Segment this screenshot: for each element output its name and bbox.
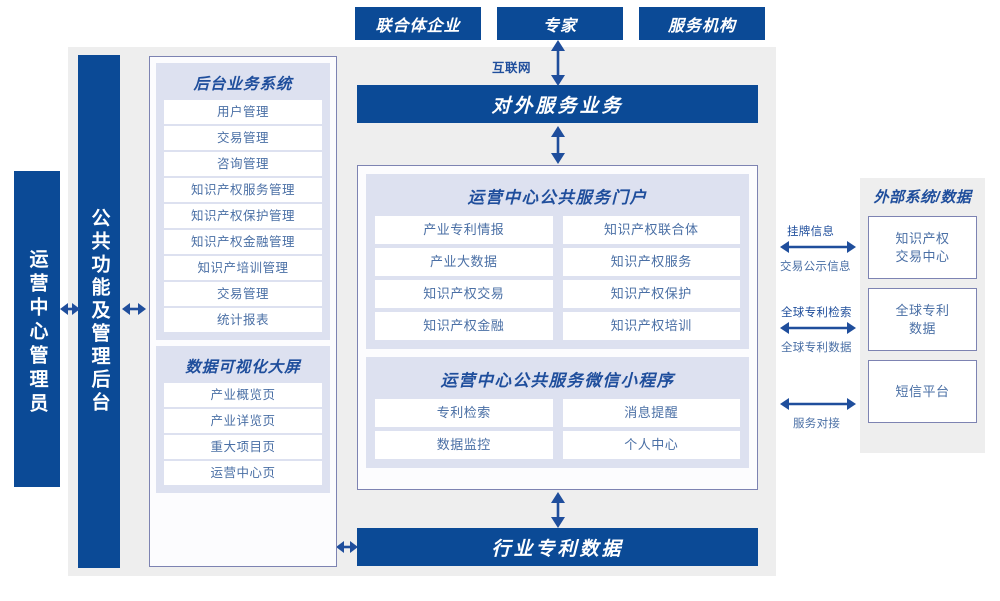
arrow-ext-sms-platform — [780, 398, 856, 410]
external-panel-title: 外部系统/数据 — [873, 189, 972, 206]
mini-item-patent-search[interactable]: 专利检索 — [375, 399, 553, 427]
miniprogram-grid: 专利检索 消息提醒 数据监控 个人中心 — [375, 399, 740, 459]
arrow-portal-industry-data — [551, 492, 565, 528]
external-box-ip-trade-center[interactable]: 知识产权 交易中心 — [868, 216, 977, 279]
external-box-global-patent-data-line1: 全球专利 — [895, 302, 950, 318]
internet-label: 互联网 — [492, 61, 532, 75]
arrow-ext-global-patent-data — [780, 322, 856, 334]
backend-item-ip-train-mgmt[interactable]: 知识产培训管理 — [164, 256, 322, 280]
backend-item-trade-mgmt-2[interactable]: 交易管理 — [164, 282, 322, 306]
external-box-sms-platform-label: 短信平台 — [895, 383, 950, 399]
conn-label-trade-public-info: 交易公示信息 — [780, 261, 851, 273]
backend-item-user-mgmt[interactable]: 用户管理 — [164, 100, 322, 124]
vertical-bar-admin[interactable]: 运营中心管理员 — [14, 171, 60, 487]
arrow-dataviz-industry-data — [336, 541, 358, 553]
outward-service-bar[interactable]: 对外服务业务 — [357, 85, 758, 123]
backend-item-trade-mgmt[interactable]: 交易管理 — [164, 126, 322, 150]
external-box-ip-trade-center-line1: 知识产权 — [895, 230, 950, 246]
conn-label-global-patent-data: 全球专利数据 — [781, 342, 852, 354]
portal-item-ip-service[interactable]: 知识产权服务 — [562, 248, 740, 276]
external-box-sms-platform[interactable]: 短信平台 — [868, 360, 977, 423]
group-wechat-miniprogram: 运营中心公共服务微信小程序 专利检索 消息提醒 数据监控 个人中心 — [366, 357, 749, 468]
portal-item-ip-finance[interactable]: 知识产权金融 — [375, 312, 553, 340]
backend-item-ip-service-mgmt[interactable]: 知识产权服务管理 — [164, 178, 322, 202]
portal-grid: 产业专利情报 知识产权联合体 产业大数据 知识产权服务 知识产权交易 知识产权保… — [375, 216, 740, 340]
conn-label-listing-info: 挂牌信息 — [787, 226, 835, 238]
mini-item-data-monitor[interactable]: 数据监控 — [375, 431, 553, 459]
vertical-bar-common-function[interactable]: 公共功能及管理后台 — [78, 55, 120, 568]
conn-label-service-docking: 服务对接 — [793, 418, 841, 430]
top-actor-row: 联合体企业 专家 服务机构 — [355, 7, 765, 40]
portal-panel: 运营中心公共服务门户 产业专利情报 知识产权联合体 产业大数据 知识产权服务 知… — [357, 165, 758, 490]
backend-item-statistics[interactable]: 统计报表 — [164, 308, 322, 332]
backend-item-ip-protect-mgmt[interactable]: 知识产权保护管理 — [164, 204, 322, 228]
group-title-miniprogram: 运营中心公共服务微信小程序 — [440, 372, 675, 390]
group-backend-business-system: 后台业务系统 用户管理 交易管理 咨询管理 知识产权服务管理 知识产权保护管理 … — [156, 63, 330, 340]
portal-item-ip-protection[interactable]: 知识产权保护 — [562, 280, 740, 308]
portal-item-ip-training[interactable]: 知识产权培训 — [562, 312, 740, 340]
external-box-global-patent-data-line2: 数据 — [908, 320, 936, 336]
dataviz-item-industry-overview[interactable]: 产业概览页 — [164, 383, 322, 407]
external-systems-panel: 外部系统/数据 知识产权 交易中心 全球专利 数据 短信平台 — [860, 178, 985, 453]
actor-box-service-org[interactable]: 服务机构 — [639, 7, 765, 40]
left-backend-panel: 后台业务系统 用户管理 交易管理 咨询管理 知识产权服务管理 知识产权保护管理 … — [149, 56, 337, 567]
external-box-global-patent-data[interactable]: 全球专利 数据 — [868, 288, 977, 351]
portal-item-big-data[interactable]: 产业大数据 — [375, 248, 553, 276]
actor-box-consortium[interactable]: 联合体企业 — [355, 7, 481, 40]
portal-item-ip-trade[interactable]: 知识产权交易 — [375, 280, 553, 308]
external-box-ip-trade-center-line2: 交易中心 — [895, 248, 950, 264]
portal-item-ip-consortium[interactable]: 知识产权联合体 — [562, 216, 740, 244]
portal-item-patent-intel[interactable]: 产业专利情报 — [375, 216, 553, 244]
dataviz-item-industry-detail[interactable]: 产业详览页 — [164, 409, 322, 433]
arrow-admin-common — [60, 303, 80, 315]
mini-item-personal-center[interactable]: 个人中心 — [562, 431, 740, 459]
group-data-visualization: 数据可视化大屏 产业概览页 产业详览页 重大项目页 运营中心页 — [156, 346, 330, 493]
dataviz-item-operation-center[interactable]: 运营中心页 — [164, 461, 322, 485]
group-title-dataviz: 数据可视化大屏 — [185, 359, 301, 376]
industry-patent-data-bar[interactable]: 行业专利数据 — [357, 528, 758, 566]
backend-item-consult-mgmt[interactable]: 咨询管理 — [164, 152, 322, 176]
arrow-ext-ip-trade-center — [780, 241, 856, 253]
group-title-portal: 运营中心公共服务门户 — [467, 189, 648, 207]
backend-item-ip-finance-mgmt[interactable]: 知识产权金融管理 — [164, 230, 322, 254]
group-public-service-portal: 运营中心公共服务门户 产业专利情报 知识产权联合体 产业大数据 知识产权服务 知… — [366, 174, 749, 349]
group-title-backend: 后台业务系统 — [193, 76, 293, 93]
dataviz-item-major-project[interactable]: 重大项目页 — [164, 435, 322, 459]
mini-item-message-alert[interactable]: 消息提醒 — [562, 399, 740, 427]
arrow-internet — [551, 40, 565, 86]
conn-label-global-patent-search: 全球专利检索 — [781, 307, 852, 319]
arrow-common-backend — [122, 303, 146, 315]
actor-box-expert[interactable]: 专家 — [497, 7, 623, 40]
arrow-outward-portal — [551, 126, 565, 164]
